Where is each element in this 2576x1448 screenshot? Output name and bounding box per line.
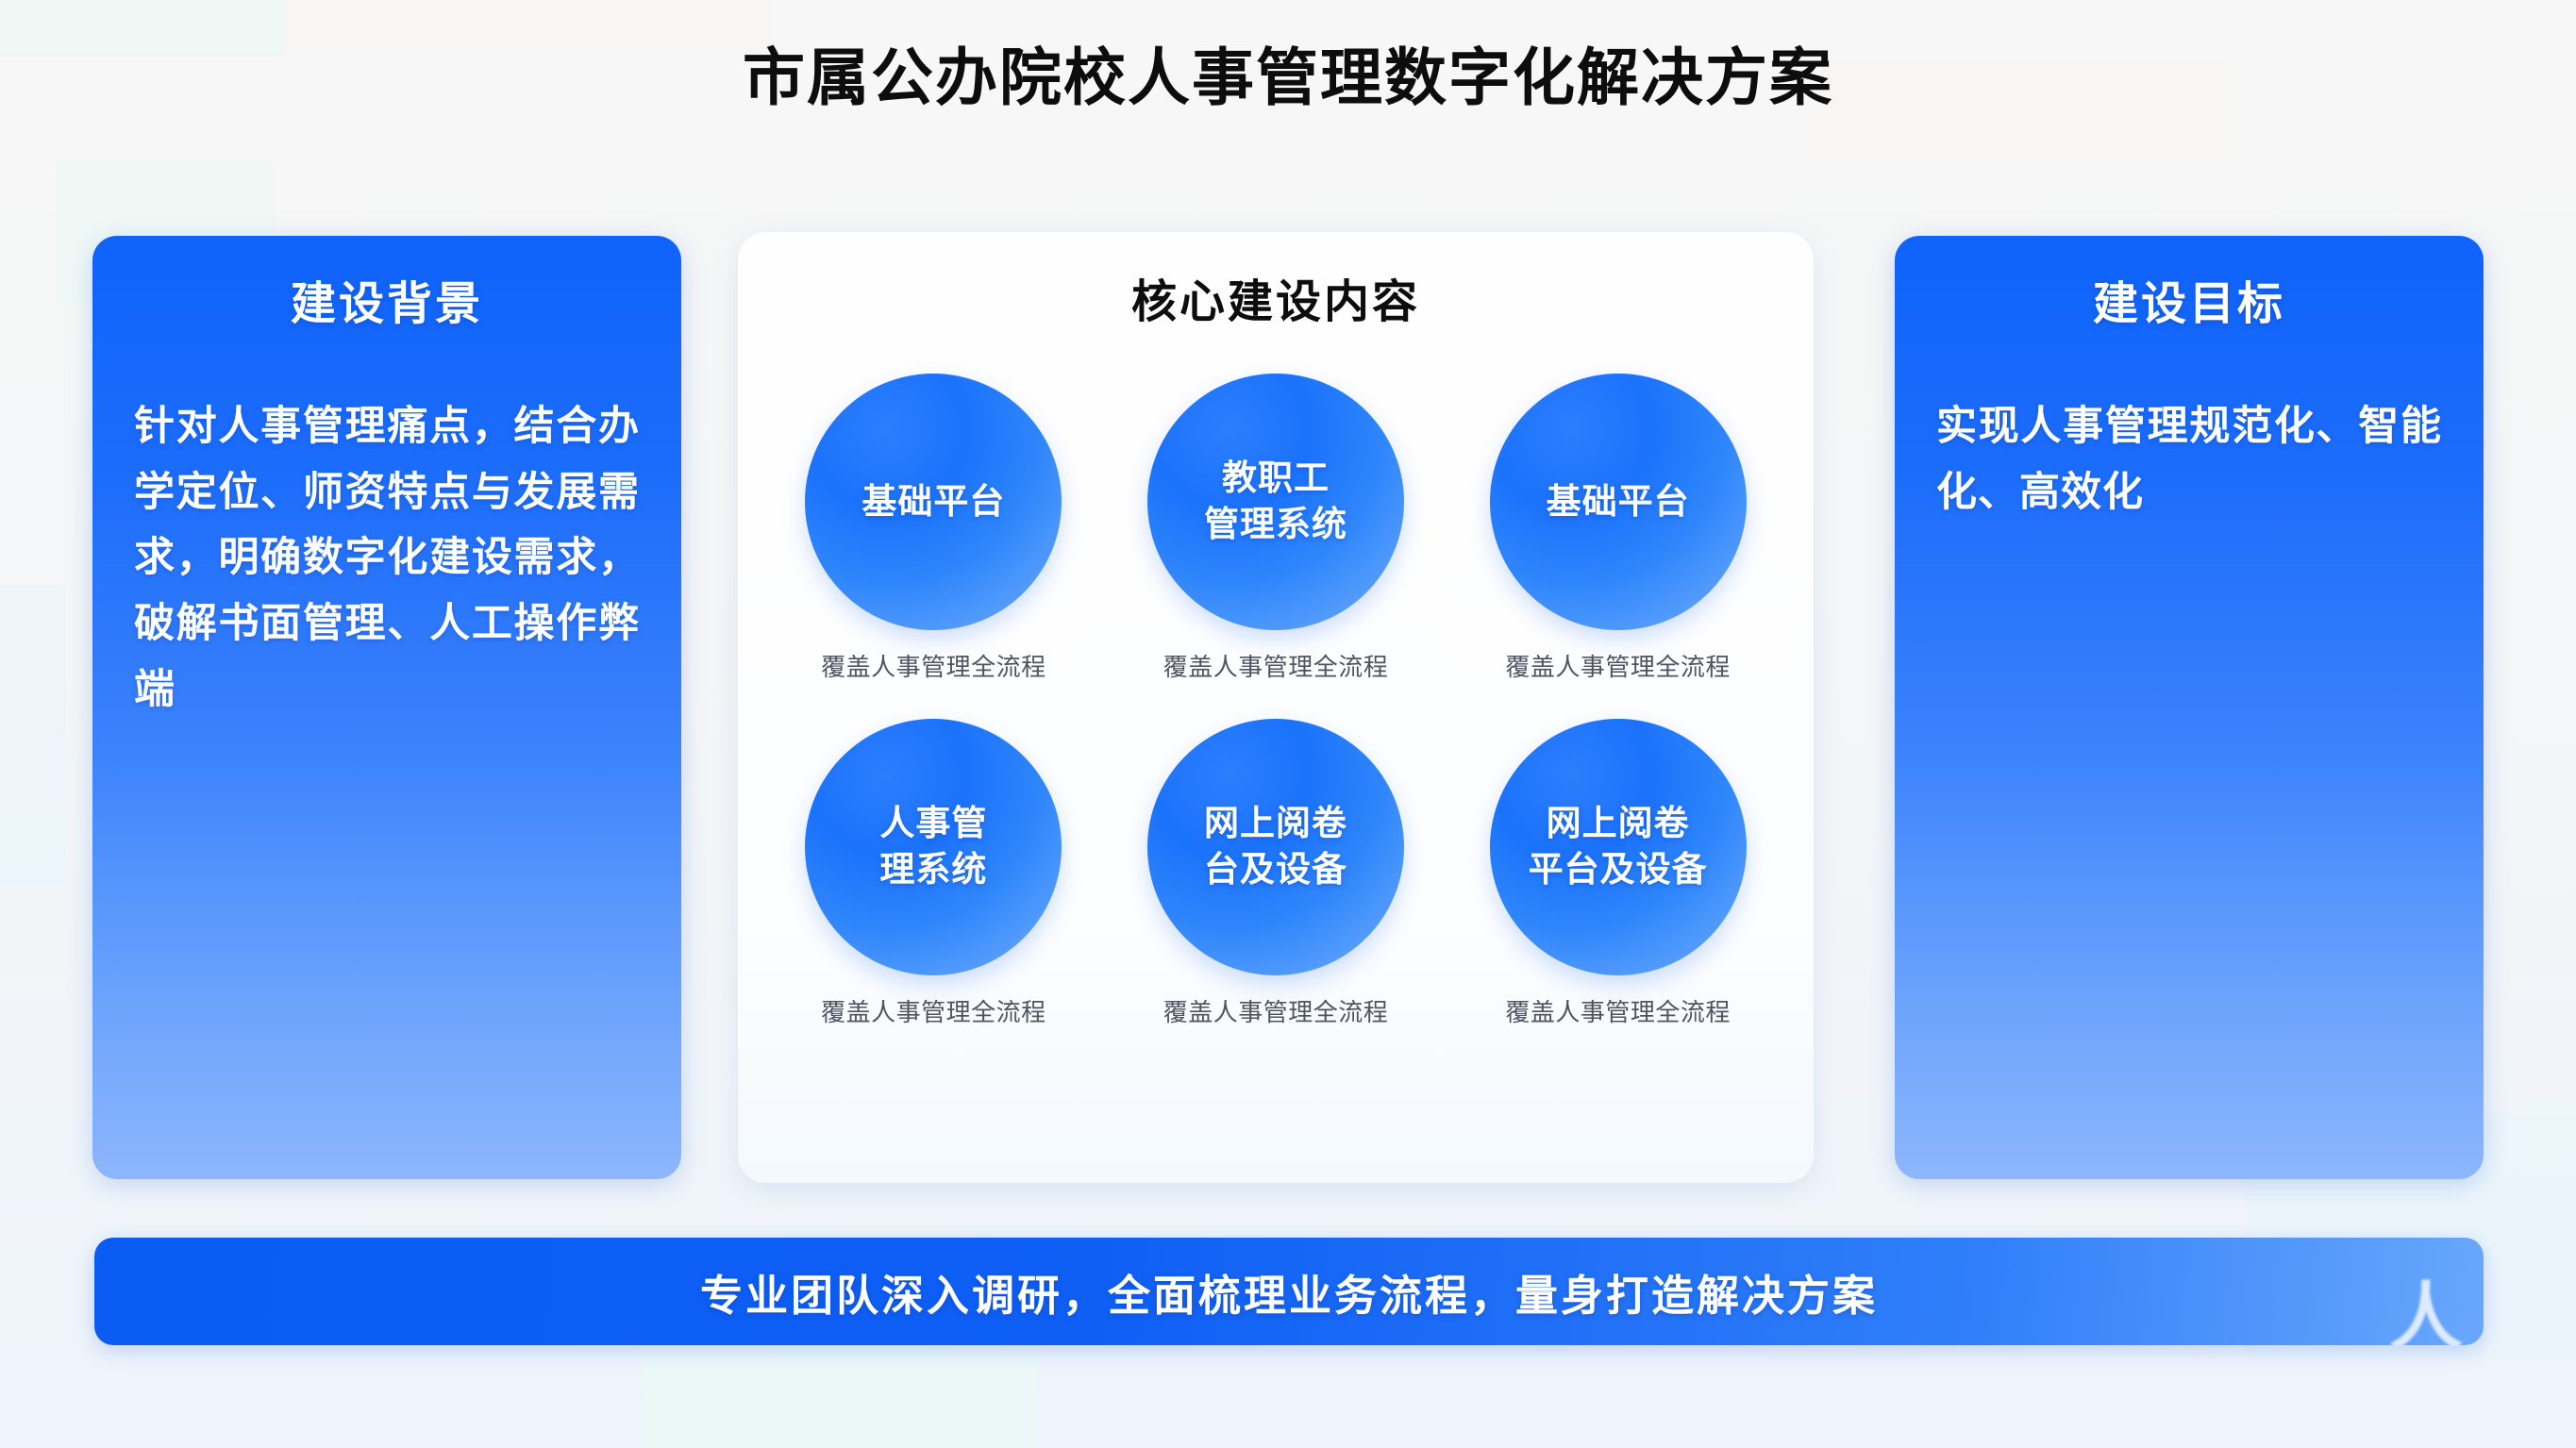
core-node[interactable]: 网上阅卷台及设备 覆盖人事管理全流程 bbox=[1116, 718, 1436, 1030]
core-content-heading: 核心建设内容 bbox=[1130, 275, 1420, 328]
background-texture-block bbox=[1821, 57, 2227, 170]
core-node-bubble[interactable]: 人事管理系统 bbox=[805, 718, 1062, 975]
background-texture-block bbox=[0, 585, 66, 887]
core-node-label: 基础平台 bbox=[861, 480, 1006, 522]
core-node-label: 基础平台 bbox=[1546, 480, 1690, 522]
core-node-bubble[interactable]: 基础平台 bbox=[805, 374, 1062, 630]
core-node-caption: 覆盖人事管理全流程 bbox=[821, 654, 1046, 682]
build-goal-heading: 建设目标 bbox=[2092, 277, 2285, 330]
core-node-label: 网上阅卷台及设备 bbox=[1203, 802, 1347, 890]
core-node[interactable]: 基础平台 覆盖人事管理全流程 bbox=[774, 374, 1094, 685]
build-goal-body: 实现人事管理规范化、智能化、高效化 bbox=[1936, 403, 2442, 516]
background-texture-block bbox=[642, 1349, 1038, 1448]
core-node[interactable]: 基础平台 覆盖人事管理全流程 bbox=[1458, 374, 1778, 685]
build-background-body: 针对人事管理痛点，结合办学定位、师资特点与发展需求，明确数字化建设需求，破解书面… bbox=[134, 403, 640, 713]
background-texture-block bbox=[0, 0, 283, 57]
core-content-grid: 基础平台 覆盖人事管理全流程 教职工管理系统 覆盖人事管理全流程 基础平台 覆盖… bbox=[774, 374, 1778, 1030]
core-node-bubble[interactable]: 网上阅卷平台及设备 bbox=[1489, 718, 1747, 975]
core-node-caption: 覆盖人事管理全流程 bbox=[1163, 998, 1389, 1027]
core-node-bubble[interactable]: 基础平台 bbox=[1489, 374, 1747, 630]
summary-banner: 专业团队深入调研，全面梳理业务流程，量身打造解决方案 人 bbox=[94, 1238, 2484, 1345]
summary-banner-text: 专业团队深入调研，全面梳理业务流程，量身打造解决方案 bbox=[699, 1270, 1878, 1321]
build-goal-card: 建设目标 实现人事管理规范化、智能化、高效化 bbox=[1895, 236, 2484, 1179]
core-node[interactable]: 教职工管理系统 覆盖人事管理全流程 bbox=[1116, 374, 1436, 685]
core-node-caption: 覆盖人事管理全流程 bbox=[821, 998, 1046, 1027]
build-background-card: 建设背景 针对人事管理痛点，结合办学定位、师资特点与发展需求，明确数字化建设需求… bbox=[92, 236, 681, 1179]
core-node-bubble[interactable]: 网上阅卷台及设备 bbox=[1146, 718, 1404, 975]
watermark-glyph: 人 bbox=[2388, 1275, 2463, 1345]
core-node[interactable]: 人事管理系统 覆盖人事管理全流程 bbox=[774, 718, 1094, 1030]
page-title: 市属公办院校人事管理数字化解决方案 bbox=[743, 42, 1833, 114]
core-node-bubble[interactable]: 教职工管理系统 bbox=[1146, 374, 1404, 630]
build-background-heading: 建设背景 bbox=[290, 277, 483, 330]
background-texture-block bbox=[283, 0, 774, 55]
core-node-caption: 覆盖人事管理全流程 bbox=[1505, 998, 1731, 1027]
core-node-caption: 覆盖人事管理全流程 bbox=[1505, 654, 1731, 682]
core-node-label: 教职工管理系统 bbox=[1203, 458, 1347, 544]
core-node[interactable]: 网上阅卷平台及设备 覆盖人事管理全流程 bbox=[1458, 718, 1778, 1030]
core-node-label: 人事管理系统 bbox=[879, 802, 988, 890]
core-node-caption: 覆盖人事管理全流程 bbox=[1163, 654, 1389, 682]
core-content-panel: 核心建设内容 基础平台 覆盖人事管理全流程 教职工管理系统 覆盖人事管理全流程 … bbox=[738, 232, 1814, 1183]
core-node-label: 网上阅卷平台及设备 bbox=[1528, 802, 1708, 890]
